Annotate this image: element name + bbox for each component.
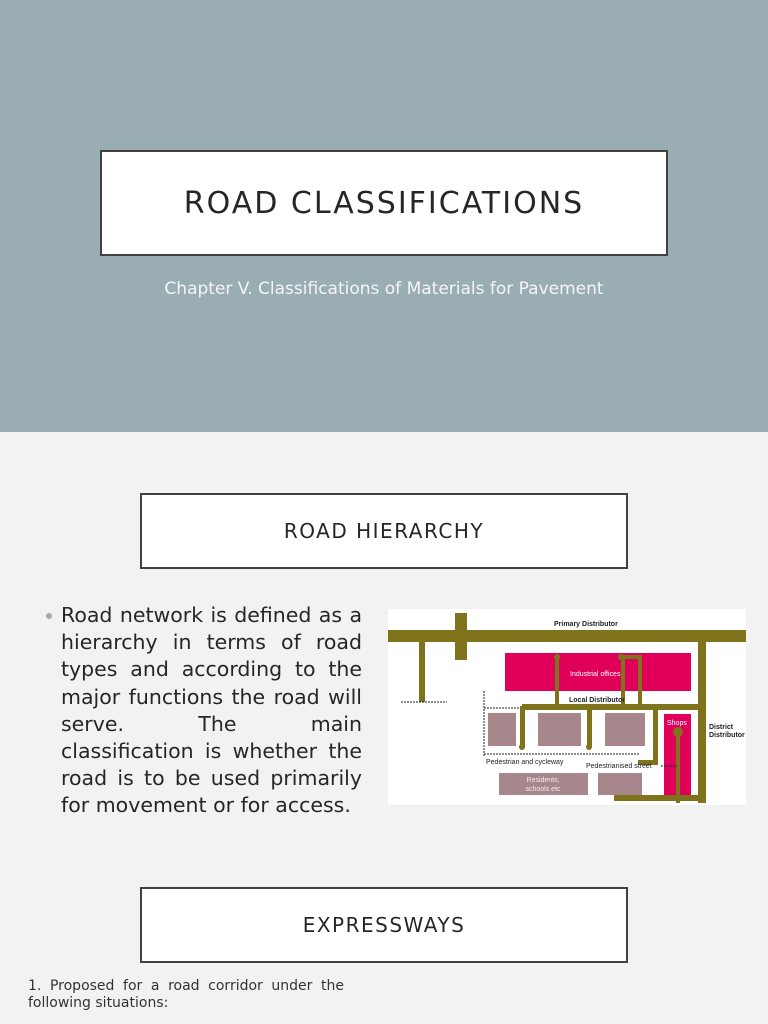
slide-title: ROAD CLASSIFICATIONS bbox=[183, 185, 585, 221]
shops-label: Shops bbox=[667, 720, 687, 727]
district-distributor-label-2: Distributor bbox=[709, 732, 745, 739]
district-distributor-label-1: District bbox=[709, 724, 734, 731]
industrial-offices-block bbox=[505, 653, 691, 691]
pedestrianised-street-label: Pedestrianised street bbox=[586, 763, 652, 770]
pedestrian-cycleway-label: Pedestrian and cycleway bbox=[486, 759, 564, 766]
primary-distributor-label: Primary Distributor bbox=[554, 621, 618, 628]
road-hierarchy-diagram: Primary Distributor Industrial offices L… bbox=[388, 609, 746, 805]
slide-subtitle: Chapter V. Classifications of Materials … bbox=[164, 279, 604, 299]
expressways-title-box: EXPRESSWAYS bbox=[140, 887, 628, 963]
numbered-item: 1. Proposed for a road corridor under th… bbox=[28, 978, 344, 1011]
residential-block bbox=[605, 713, 645, 746]
residential-block bbox=[598, 773, 642, 795]
title-slide: ROAD CLASSIFICATIONS Chapter V. Classifi… bbox=[0, 0, 768, 432]
section-title-box: ROAD HIERARCHY bbox=[140, 493, 628, 569]
residents-schools-block bbox=[499, 773, 588, 795]
residential-block bbox=[488, 713, 516, 746]
residential-block bbox=[538, 713, 581, 746]
residents-label-2: schools etc bbox=[525, 786, 561, 793]
industrial-offices-label: Industrial offices bbox=[570, 671, 621, 678]
title-box: ROAD CLASSIFICATIONS bbox=[100, 150, 668, 256]
pedestrian-paths bbox=[401, 691, 677, 767]
residents-label-1: Residents, bbox=[526, 777, 559, 784]
road-hierarchy-slide: ROAD HIERARCHY Road network is defined a… bbox=[0, 432, 768, 1024]
expressways-title: EXPRESSWAYS bbox=[302, 913, 466, 937]
bullet-item: Road network is defined as a hierarchy i… bbox=[46, 602, 362, 820]
bullet-dot-icon bbox=[46, 613, 52, 619]
section-title: ROAD HIERARCHY bbox=[283, 519, 485, 543]
bullet-text: Road network is defined as a hierarchy i… bbox=[61, 603, 362, 818]
local-distributor-label: Local Distributor bbox=[569, 697, 625, 704]
roads bbox=[388, 613, 746, 803]
